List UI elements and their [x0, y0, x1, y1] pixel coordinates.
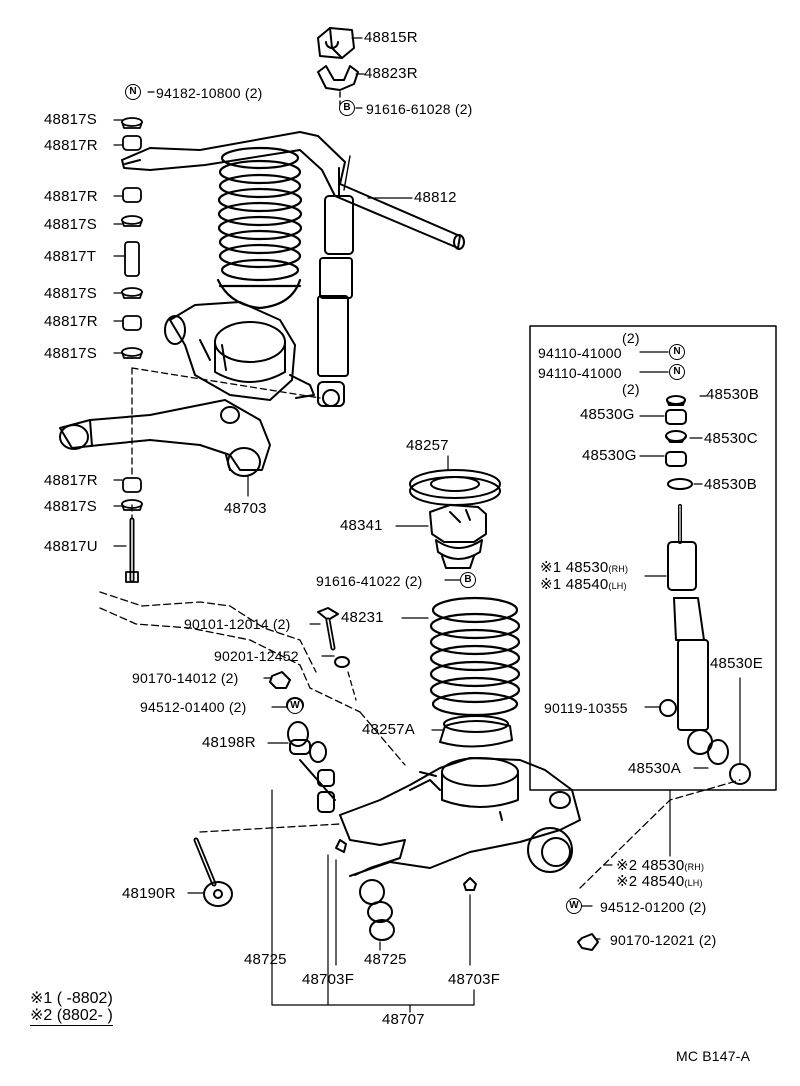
- strut-bar-bushings-drawing: [287, 721, 336, 813]
- part-48341: 48341: [340, 517, 383, 534]
- part-94512-01200: 94512-01200 (2): [600, 899, 707, 915]
- part-48530-rh: ※2 48530(RH): [616, 857, 705, 874]
- part-48725: 48725: [364, 951, 407, 968]
- part-48530C: 48530C: [704, 430, 758, 447]
- nut-drawing: [269, 671, 291, 689]
- lower-coil-spring-drawing: [429, 596, 521, 717]
- part-48257: 48257: [406, 437, 449, 454]
- leader-lines: [113, 37, 601, 1013]
- footnote-2: ※2 (8802- ): [30, 1007, 113, 1026]
- spring-seat-drawing: [409, 469, 501, 506]
- part-48817S: 48817S: [44, 498, 97, 515]
- footnote-1: ※1 ( -8802): [30, 990, 113, 1007]
- part-94182-10800: 94182-10800 (2): [156, 85, 263, 101]
- bump-stopper-drawing: [429, 504, 487, 569]
- part-48823R: 48823R: [364, 65, 418, 82]
- lower-arm-bushing-drawing: [359, 879, 395, 941]
- stabilizer-bushing-drawing: [317, 27, 355, 59]
- part-90201-12452: 90201-12452: [214, 648, 299, 664]
- symbol-n-circle: N: [669, 344, 685, 360]
- upper-shock-absorber-drawing: [317, 155, 354, 407]
- part-94110-41000: 94110-41000: [538, 345, 622, 361]
- lower-nut-drawing: [577, 933, 599, 951]
- part-48530B: 48530B: [706, 386, 759, 403]
- part-48530A: 48530A: [628, 760, 681, 777]
- part-48703: 48703: [224, 500, 267, 517]
- mount-guide-lines: [131, 367, 321, 521]
- bolt-head-drawing: [335, 839, 347, 853]
- upper-knuckle-drawing: [164, 301, 315, 401]
- part-90170-12021: 90170-12021 (2): [610, 932, 717, 948]
- part-48540-lh: ※2 48540(LH): [616, 873, 703, 890]
- part-48817S: 48817S: [44, 111, 97, 128]
- part-48817R: 48817R: [44, 472, 98, 489]
- part-94110-41000: 94110-41000: [538, 365, 622, 381]
- part-48198R: 48198R: [202, 734, 256, 751]
- part-48817S: 48817S: [44, 285, 97, 302]
- part-48812: 48812: [414, 189, 457, 206]
- part-48725: 48725: [244, 951, 287, 968]
- upper-control-arm-drawing: [59, 399, 271, 477]
- symbol-n-circle: N: [669, 364, 685, 380]
- stabilizer-bar-drawing: [121, 131, 465, 250]
- part-48817S: 48817S: [44, 345, 97, 362]
- part-91616-41022: 91616-41022 (2): [316, 573, 423, 589]
- part-48530G: 48530G: [580, 406, 635, 423]
- part-48530G: 48530G: [582, 447, 637, 464]
- part-48530-rh: ※1 48530(RH): [540, 559, 629, 576]
- lower-control-arm-drawing: [339, 757, 581, 877]
- symbol-w-circle: W: [287, 698, 303, 714]
- bolt-head-drawing: [463, 877, 477, 891]
- part-48817R: 48817R: [44, 137, 98, 154]
- shock-absorber-inset: [529, 325, 777, 866]
- part-48817R: 48817R: [44, 188, 98, 205]
- part-48703F: 48703F: [302, 971, 355, 988]
- part-91616-61028: 91616-61028 (2): [366, 101, 473, 117]
- part-90119-10355: 90119-10355: [544, 700, 628, 716]
- symbol-w-circle: W: [566, 898, 582, 914]
- part-48231: 48231: [341, 609, 384, 626]
- part-48530B: 48530B: [704, 476, 757, 493]
- quantity-label: (2): [622, 330, 640, 346]
- upper-coil-spring-drawing: [216, 146, 303, 310]
- bushing-stack-drawing: [121, 117, 143, 583]
- part-48817S: 48817S: [44, 216, 97, 233]
- quantity-label: (2): [622, 381, 640, 397]
- stabilizer-clamp-drawing: [317, 65, 359, 91]
- part-94512-01400: 94512-01400 (2): [140, 699, 247, 715]
- symbol-b-circle: B: [460, 572, 476, 588]
- part-90170-14012: 90170-14012 (2): [132, 670, 239, 686]
- symbol-b-circle: B: [339, 100, 355, 116]
- part-48530E: 48530E: [710, 655, 763, 672]
- part-48817U: 48817U: [44, 538, 98, 555]
- part-48703F: 48703F: [448, 971, 501, 988]
- part-48817R: 48817R: [44, 313, 98, 330]
- strut-bar-drawing: [193, 837, 233, 907]
- part-48257A: 48257A: [362, 721, 415, 738]
- part-48815R: 48815R: [364, 29, 418, 46]
- lower-spring-seat-drawing: [439, 715, 513, 748]
- part-48540-lh: ※1 48540(LH): [540, 576, 627, 593]
- diagram-code: MC B147-A: [676, 1048, 751, 1064]
- part-90101-12014: 90101-12014 (2): [184, 616, 291, 632]
- part-48707: 48707: [382, 1011, 425, 1028]
- part-48817T: 48817T: [44, 248, 97, 265]
- washer-drawing: [334, 656, 350, 668]
- part-48190R: 48190R: [122, 885, 176, 902]
- bolt-drawing: [317, 607, 339, 651]
- symbol-n-circle: N: [125, 84, 141, 100]
